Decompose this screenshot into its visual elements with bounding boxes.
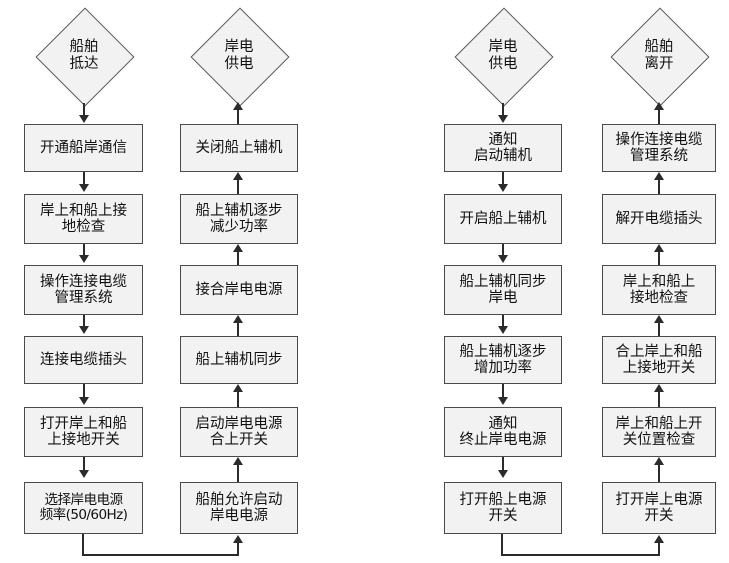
connector-c3-2-3 bbox=[502, 244, 504, 257]
connector-c3-5-6 bbox=[502, 457, 504, 472]
connector-c2-2-1 bbox=[237, 180, 239, 194]
arrowhead-up bbox=[233, 102, 243, 110]
arrowhead-down bbox=[79, 255, 89, 263]
process-node-c2-4[interactable]: 船上辅机同步 bbox=[180, 336, 298, 384]
arrowhead-down bbox=[79, 470, 89, 478]
connector-cross-right-up bbox=[658, 543, 660, 556]
connector-c3-1-2 bbox=[502, 172, 504, 186]
process-node-c2-3[interactable]: 接合岸电电源 bbox=[180, 265, 298, 315]
connector-c2-5-4 bbox=[237, 392, 239, 407]
arrowhead-up bbox=[654, 244, 664, 252]
terminator-ship-arrives: 船舶 抵达 bbox=[35, 7, 135, 107]
arrowhead-down bbox=[79, 326, 89, 334]
terminator-label: 岸电 供电 bbox=[488, 38, 518, 72]
process-node-c2-5[interactable]: 启动岸电电源 合上开关 bbox=[180, 407, 298, 457]
process-node-c2-1[interactable]: 关闭船上辅机 bbox=[180, 124, 298, 172]
arrowhead-down bbox=[498, 326, 508, 334]
connector-c1-t-s1 bbox=[83, 103, 85, 117]
arrowhead-down bbox=[79, 397, 89, 405]
arrowhead-up bbox=[233, 384, 243, 392]
process-node-c3-4[interactable]: 船上辅机逐步 增加功率 bbox=[444, 336, 562, 384]
arrowhead-down bbox=[498, 470, 508, 478]
process-node-c1-6[interactable]: 选择岸电电源 频率(50/60Hz) bbox=[24, 482, 143, 534]
connector-c4-2-1 bbox=[658, 180, 660, 194]
connector-c4-5-4 bbox=[658, 392, 660, 407]
process-node-c1-2[interactable]: 岸上和船上接 地检查 bbox=[24, 194, 143, 244]
connector-cross-left-horizontal bbox=[82, 554, 239, 556]
terminator-label: 岸电 供电 bbox=[224, 38, 254, 72]
arrowhead-up bbox=[233, 244, 243, 252]
arrowhead-down bbox=[498, 397, 508, 405]
terminator-label: 船舶 离开 bbox=[644, 38, 674, 72]
connector-c4-6-5 bbox=[658, 465, 660, 482]
connector-c1-5-6 bbox=[83, 457, 85, 472]
connector-cross-right-horizontal bbox=[501, 554, 660, 556]
arrowhead-down bbox=[79, 115, 89, 123]
process-node-c4-5[interactable]: 岸上和船上开 关位置检查 bbox=[602, 407, 716, 457]
connector-c2-3-2 bbox=[237, 252, 239, 265]
process-node-c4-2[interactable]: 解开电缆插头 bbox=[602, 194, 716, 244]
arrowhead-up bbox=[654, 535, 664, 543]
process-node-c2-2[interactable]: 船上辅机逐步 减少功率 bbox=[180, 194, 298, 244]
process-node-c3-3[interactable]: 船上辅机同步 岸电 bbox=[444, 265, 562, 315]
connector-c4-s1-t bbox=[658, 110, 660, 124]
arrowhead-up bbox=[654, 384, 664, 392]
process-node-c3-1[interactable]: 通知 启动辅机 bbox=[444, 124, 562, 172]
connector-c1-1-2 bbox=[83, 172, 85, 186]
connector-cross-left-up bbox=[237, 543, 239, 556]
arrowhead-up bbox=[654, 102, 664, 110]
arrowhead-down bbox=[498, 255, 508, 263]
process-node-c4-4[interactable]: 合上岸上和船 上接地开关 bbox=[602, 336, 716, 384]
arrowhead-up bbox=[233, 535, 243, 543]
connector-c1-4-5 bbox=[83, 384, 85, 399]
arrowhead-down bbox=[79, 184, 89, 192]
arrowhead-down bbox=[498, 184, 508, 192]
process-node-c2-6[interactable]: 船舶允许启动 岸电电源 bbox=[180, 482, 298, 534]
process-node-c3-2[interactable]: 开启船上辅机 bbox=[444, 194, 562, 244]
arrowhead-up bbox=[233, 315, 243, 323]
connector-c3-3-4 bbox=[502, 315, 504, 328]
process-node-c3-6[interactable]: 打开船上电源 开关 bbox=[444, 482, 562, 534]
connector-c1-2-3 bbox=[83, 244, 85, 257]
arrowhead-up bbox=[233, 172, 243, 180]
arrowhead-up bbox=[654, 315, 664, 323]
arrowhead-up bbox=[654, 457, 664, 465]
connector-c2-4-3 bbox=[237, 323, 239, 336]
connector-c4-4-3 bbox=[658, 323, 660, 336]
connector-cross-right-down bbox=[501, 534, 503, 556]
connector-c3-4-5 bbox=[502, 384, 504, 399]
process-node-c1-4[interactable]: 连接电缆插头 bbox=[24, 336, 143, 384]
arrowhead-up bbox=[233, 457, 243, 465]
connector-cross-left-down bbox=[82, 534, 84, 556]
connector-c3-t-s1 bbox=[502, 103, 504, 117]
process-node-c4-1[interactable]: 操作连接电缆 管理系统 bbox=[602, 124, 716, 172]
process-node-c3-5[interactable]: 通知 终止岸电电源 bbox=[444, 407, 562, 457]
connector-c2-6-5 bbox=[237, 465, 239, 482]
arrowhead-up bbox=[654, 172, 664, 180]
connector-c2-s1-t bbox=[237, 110, 239, 124]
terminator-shore-power-supply-left: 岸电 供电 bbox=[190, 7, 290, 107]
process-node-c1-5[interactable]: 打开岸上和船 上接地开关 bbox=[24, 407, 143, 457]
terminator-label: 船舶 抵达 bbox=[69, 38, 99, 72]
connector-c4-3-2 bbox=[658, 252, 660, 265]
terminator-ship-departs: 船舶 离开 bbox=[610, 7, 710, 107]
process-node-c1-1[interactable]: 开通船岸通信 bbox=[24, 124, 143, 172]
process-node-c4-6[interactable]: 打开岸上电源 开关 bbox=[602, 482, 716, 534]
arrowhead-down bbox=[498, 115, 508, 123]
process-node-c4-3[interactable]: 岸上和船上 接地检查 bbox=[602, 265, 716, 315]
process-node-c1-3[interactable]: 操作连接电缆 管理系统 bbox=[24, 265, 143, 315]
connector-c1-3-4 bbox=[83, 315, 85, 328]
terminator-shore-power-supply-right: 岸电 供电 bbox=[454, 7, 554, 107]
